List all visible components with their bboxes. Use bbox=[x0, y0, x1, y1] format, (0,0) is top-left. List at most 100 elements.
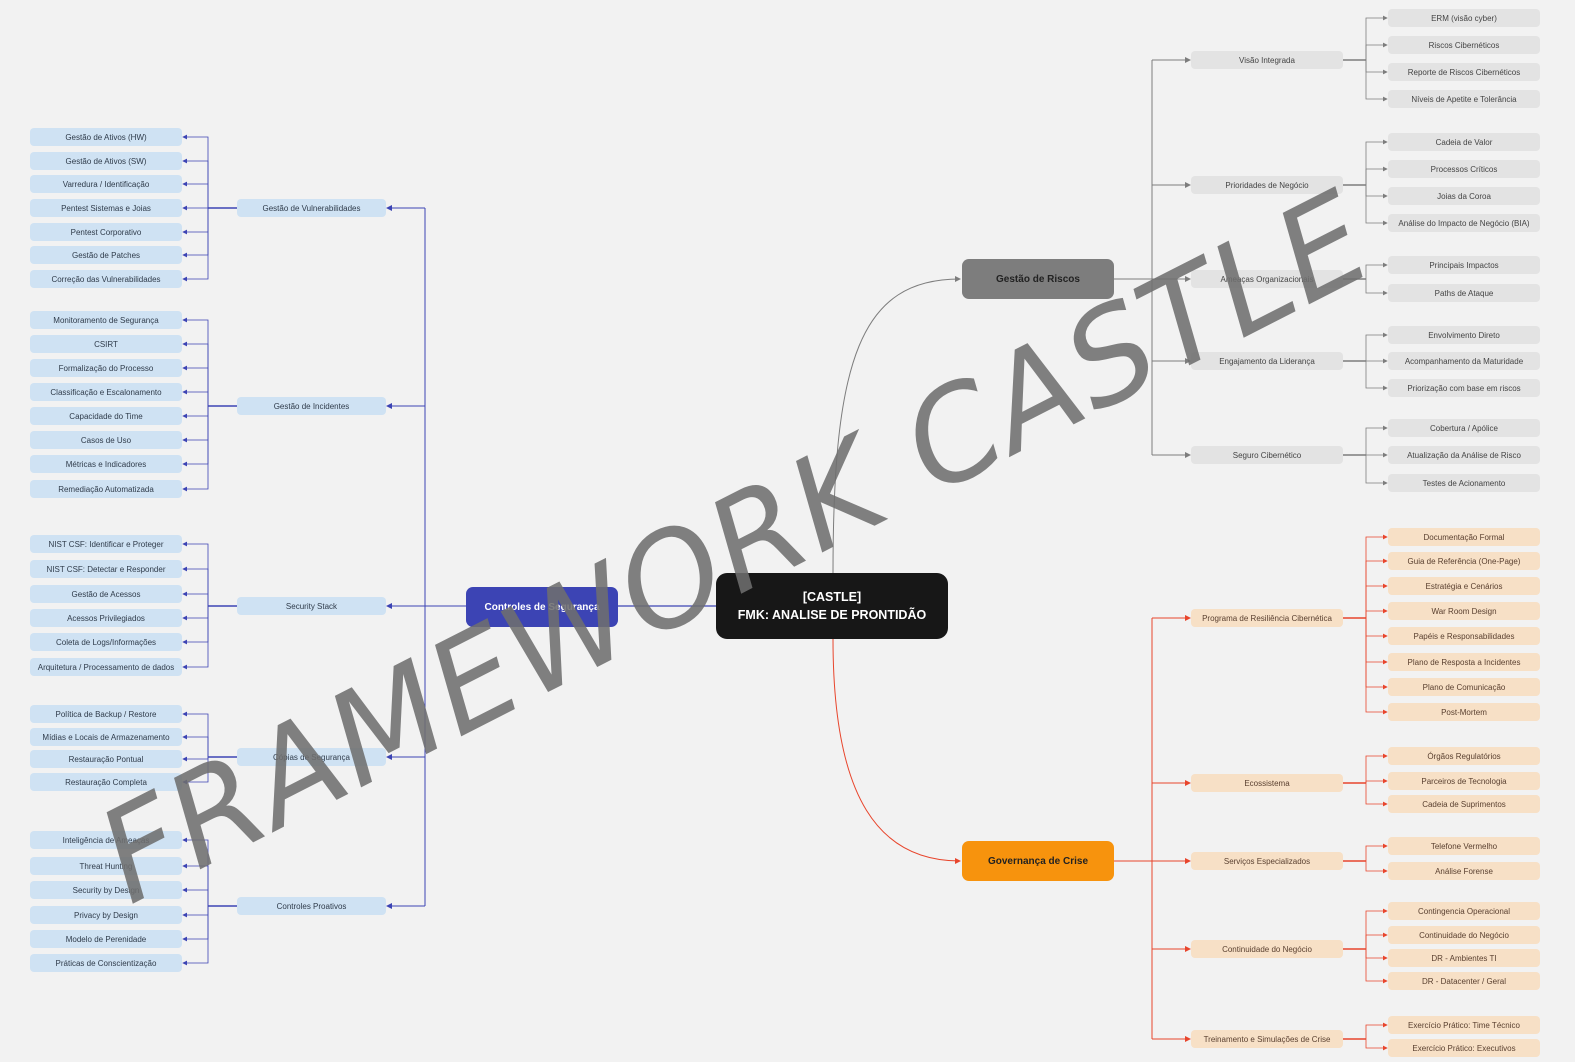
leaf-arquitetura-processamento-de-dados[interactable]: Arquitetura / Processamento de dados bbox=[30, 658, 182, 676]
leaf-dr-ambientes-ti[interactable]: DR - Ambientes TI bbox=[1388, 949, 1540, 967]
branch-gestao-de-incidentes[interactable]: Gestão de Incidentes bbox=[237, 397, 386, 415]
branch-controles-proativos[interactable]: Controles Proativos bbox=[237, 897, 386, 915]
leaf-gestao-de-ativos-sw[interactable]: Gestão de Ativos (SW) bbox=[30, 152, 182, 170]
leaf-csirt[interactable]: CSIRT bbox=[30, 335, 182, 353]
leaf-post-mortem[interactable]: Post-Mortem bbox=[1388, 703, 1540, 721]
leaf-formalizacao-do-processo[interactable]: Formalização do Processo bbox=[30, 359, 182, 377]
connector-line bbox=[182, 406, 209, 443]
leaf-analise-do-impacto-de-negocio-bia[interactable]: Análise do Impacto de Negócio (BIA) bbox=[1388, 214, 1540, 232]
branch-security-stack[interactable]: Security Stack bbox=[237, 597, 386, 615]
leaf-acessos-privilegiados[interactable]: Acessos Privilegiados bbox=[30, 609, 182, 627]
leaf-papeis-e-responsabilidades[interactable]: Papéis e Responsabilidades bbox=[1388, 627, 1540, 645]
leaf-security-by-design[interactable]: Security by Design bbox=[30, 881, 182, 899]
branch-treinamento-e-simulacoes-de-crise[interactable]: Treinamento e Simulações de Crise bbox=[1191, 1030, 1343, 1048]
leaf-praticas-de-conscientizacao[interactable]: Práticas de Conscientização bbox=[30, 954, 182, 972]
connector-line bbox=[182, 406, 209, 467]
leaf-erm-visao-cyber[interactable]: ERM (visão cyber) bbox=[1388, 9, 1540, 27]
branch-prioridades-de-negocio[interactable]: Prioridades de Negócio bbox=[1191, 176, 1343, 194]
leaf-dr-datacenter-geral[interactable]: DR - Datacenter / Geral bbox=[1388, 972, 1540, 990]
leaf-plano-de-comunicacao[interactable]: Plano de Comunicação bbox=[1388, 678, 1540, 696]
leaf-politica-de-backup-restore[interactable]: Política de Backup / Restore bbox=[30, 705, 182, 723]
branch-ameacas-organizacionais[interactable]: Ameaças Organizacionais bbox=[1191, 270, 1343, 288]
main-node-gestao-de-riscos[interactable]: Gestão de Riscos bbox=[962, 259, 1114, 299]
leaf-reporte-de-riscos-ciberneticos[interactable]: Reporte de Riscos Cibernéticos bbox=[1388, 63, 1540, 81]
leaf-cadeia-de-suprimentos[interactable]: Cadeia de Suprimentos bbox=[1388, 795, 1540, 813]
root-node[interactable]: [CASTLE] FMK: ANALISE DE PRONTIDÃO bbox=[716, 573, 948, 639]
leaf-joias-da-coroa[interactable]: Joias da Coroa bbox=[1388, 187, 1540, 205]
leaf-processos-criticos[interactable]: Processos Críticos bbox=[1388, 160, 1540, 178]
leaf-guia-de-referencia-one-page[interactable]: Guia de Referência (One-Page) bbox=[1388, 552, 1540, 570]
leaf-privacy-by-design[interactable]: Privacy by Design bbox=[30, 906, 182, 924]
leaf-war-room-design[interactable]: War Room Design bbox=[1388, 602, 1540, 620]
leaf-capacidade-do-time[interactable]: Capacidade do Time bbox=[30, 407, 182, 425]
connector-line bbox=[1365, 166, 1388, 185]
leaf-testes-de-acionamento[interactable]: Testes de Acionamento bbox=[1388, 474, 1540, 492]
connector-line bbox=[182, 734, 209, 757]
leaf-acompanhamento-da-maturidade[interactable]: Acompanhamento da Maturidade bbox=[1388, 352, 1540, 370]
leaf-inteligencia-de-ameacas[interactable]: Inteligência de Ameaças bbox=[30, 831, 182, 849]
leaf-estrategia-e-cenarios[interactable]: Estratégia e Cenários bbox=[1388, 577, 1540, 595]
leaf-exercicio-pratico-executivos[interactable]: Exercício Prático: Executivos bbox=[1388, 1039, 1540, 1057]
leaf-remediacao-automatizada[interactable]: Remediação Automatizada bbox=[30, 480, 182, 498]
leaf-correcao-das-vulnerabilidades[interactable]: Correção das Vulnerabilidades bbox=[30, 270, 182, 288]
leaf-niveis-de-apetite-e-tolerancia[interactable]: Níveis de Apetite e Tolerância bbox=[1388, 90, 1540, 108]
connector-line bbox=[182, 208, 209, 258]
leaf-cobertura-apolice[interactable]: Cobertura / Apólice bbox=[1388, 419, 1540, 437]
leaf-contingencia-operacional[interactable]: Contingencia Operacional bbox=[1388, 902, 1540, 920]
leaf-paths-de-ataque[interactable]: Paths de Ataque bbox=[1388, 284, 1540, 302]
leaf-monitoramento-de-seguranca[interactable]: Monitoramento de Segurança bbox=[30, 311, 182, 329]
leaf-metricas-e-indicadores[interactable]: Métricas e Indicadores bbox=[30, 455, 182, 473]
leaf-nist-csf-identificar-e-proteger[interactable]: NIST CSF: Identificar e Proteger bbox=[30, 535, 182, 553]
leaf-parceiros-de-tecnologia[interactable]: Parceiros de Tecnologia bbox=[1388, 772, 1540, 790]
connector-line bbox=[1365, 949, 1388, 961]
leaf-gestao-de-ativos-hw[interactable]: Gestão de Ativos (HW) bbox=[30, 128, 182, 146]
leaf-plano-de-resposta-a-incidentes[interactable]: Plano de Resposta a Incidentes bbox=[1388, 653, 1540, 671]
leaf-orgaos-regulatorios[interactable]: Órgãos Regulatórios bbox=[1388, 747, 1540, 765]
leaf-atualizacao-da-analise-de-risco[interactable]: Atualização da Análise de Risco bbox=[1388, 446, 1540, 464]
connector-line bbox=[1365, 185, 1388, 199]
connector-line bbox=[1365, 1039, 1388, 1051]
connector-line bbox=[1365, 949, 1388, 984]
branch-visao-integrada[interactable]: Visão Integrada bbox=[1191, 51, 1343, 69]
leaf-modelo-de-perenidade[interactable]: Modelo de Perenidade bbox=[30, 930, 182, 948]
leaf-envolvimento-direto[interactable]: Envolvimento Direto bbox=[1388, 326, 1540, 344]
branch-copias-de-seguranca[interactable]: Cópias de Segurança bbox=[237, 748, 386, 766]
branch-servicos-especializados[interactable]: Serviços Especializados bbox=[1191, 852, 1343, 870]
leaf-coleta-de-logs-informacoes[interactable]: Coleta de Logs/Informações bbox=[30, 633, 182, 651]
leaf-gestao-de-acessos[interactable]: Gestão de Acessos bbox=[30, 585, 182, 603]
leaf-restauracao-pontual[interactable]: Restauração Pontual bbox=[30, 750, 182, 768]
connector-line bbox=[182, 365, 209, 406]
branch-ecossistema[interactable]: Ecossistema bbox=[1191, 774, 1343, 792]
leaf-cadeia-de-valor[interactable]: Cadeia de Valor bbox=[1388, 133, 1540, 151]
main-node-governanca-de-crise[interactable]: Governança de Crise bbox=[962, 841, 1114, 881]
leaf-analise-forense[interactable]: Análise Forense bbox=[1388, 862, 1540, 880]
branch-programa-de-resiliencia-cibernetica[interactable]: Programa de Resiliência Cibernética bbox=[1191, 609, 1343, 627]
leaf-continuidade-do-negocio[interactable]: Continuidade do Negócio bbox=[1388, 926, 1540, 944]
connector-line bbox=[1365, 534, 1388, 618]
connector-line bbox=[1365, 778, 1388, 784]
leaf-casos-de-uso[interactable]: Casos de Uso bbox=[30, 431, 182, 449]
connector-line bbox=[182, 906, 209, 966]
leaf-gestao-de-patches[interactable]: Gestão de Patches bbox=[30, 246, 182, 264]
branch-seguro-cibernetico[interactable]: Seguro Cibernético bbox=[1191, 446, 1343, 464]
leaf-nist-csf-detectar-e-responder[interactable]: NIST CSF: Detectar e Responder bbox=[30, 560, 182, 578]
leaf-pentest-sistemas-e-joias[interactable]: Pentest Sistemas e Joias bbox=[30, 199, 182, 217]
connector-line bbox=[1365, 425, 1388, 455]
leaf-midias-e-locais-de-armazenamento[interactable]: Mídias e Locais de Armazenamento bbox=[30, 728, 182, 746]
branch-continuidade-do-negocio[interactable]: Continuidade do Negócio bbox=[1191, 940, 1343, 958]
leaf-varredura-identificacao[interactable]: Varredura / Identificação bbox=[30, 175, 182, 193]
leaf-riscos-ciberneticos[interactable]: Riscos Cibernéticos bbox=[1388, 36, 1540, 54]
leaf-priorizacao-com-base-em-riscos[interactable]: Priorização com base em riscos bbox=[1388, 379, 1540, 397]
leaf-restauracao-completa[interactable]: Restauração Completa bbox=[30, 773, 182, 791]
leaf-threat-hunting[interactable]: Threat Hunting bbox=[30, 857, 182, 875]
leaf-classificacao-e-escalonamento[interactable]: Classificação e Escalonamento bbox=[30, 383, 182, 401]
leaf-exercicio-pratico-time-tecnico[interactable]: Exercício Prático: Time Técnico bbox=[1388, 1016, 1540, 1034]
branch-engajamento-da-lideranca[interactable]: Engajamento da Liderança bbox=[1191, 352, 1343, 370]
leaf-pentest-corporativo[interactable]: Pentest Corporativo bbox=[30, 223, 182, 241]
leaf-telefone-vermelho[interactable]: Telefone Vermelho bbox=[1388, 837, 1540, 855]
leaf-principais-impactos[interactable]: Principais Impactos bbox=[1388, 256, 1540, 274]
main-node-controles-de-seguranca[interactable]: Controles de Segurança bbox=[466, 587, 618, 627]
connector-line bbox=[1365, 60, 1388, 75]
leaf-documentacao-formal[interactable]: Documentação Formal bbox=[1388, 528, 1540, 546]
branch-gestao-de-vulnerabilidades[interactable]: Gestão de Vulnerabilidades bbox=[237, 199, 386, 217]
